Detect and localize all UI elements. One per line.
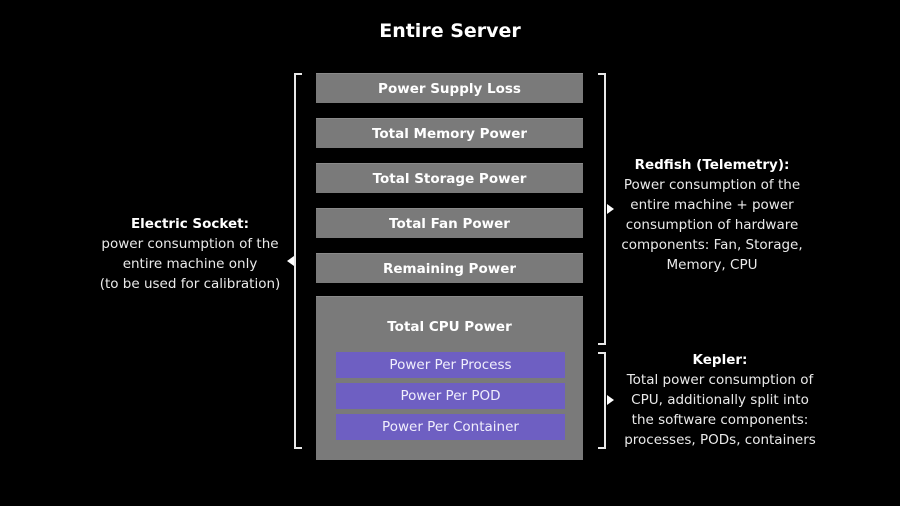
redfish-line: Memory, CPU [666, 257, 758, 273]
box-total-storage-power: Total Storage Power [316, 163, 583, 193]
kepler-arrow-icon [607, 395, 614, 405]
sub-power-per-pod: Power Per POD [336, 383, 565, 409]
box-total-cpu-power: Total CPU Power Power Per Process Power … [316, 296, 583, 460]
sub-power-per-process: Power Per Process [336, 352, 565, 378]
redfish-line: consumption of hardware [625, 217, 799, 233]
kepler-description: Kepler: Total power consumption of CPU, … [615, 350, 825, 450]
box-total-memory-power: Total Memory Power [316, 118, 583, 148]
kepler-heading: Kepler: [692, 352, 748, 368]
redfish-bracket [598, 73, 606, 345]
box-remaining-power: Remaining Power [316, 253, 583, 283]
electric-socket-line: entire machine only [122, 256, 258, 272]
kepler-line: CPU, additionally split into [631, 392, 809, 408]
redfish-arrow-icon [607, 204, 614, 214]
redfish-heading: Redfish (Telemetry): [634, 157, 790, 173]
redfish-line: components: Fan, Storage, [621, 237, 803, 253]
box-power-supply-loss: Power Supply Loss [316, 73, 583, 103]
cpu-power-label: Total CPU Power [387, 319, 512, 335]
electric-socket-description: Electric Socket: power consumption of th… [90, 214, 290, 294]
kepler-bracket [598, 352, 606, 449]
redfish-description: Redfish (Telemetry): Power consumption o… [612, 155, 812, 275]
electric-socket-line: (to be used for calibration) [99, 276, 281, 292]
redfish-line: Power consumption of the [623, 177, 801, 193]
redfish-line: entire machine + power [630, 197, 794, 213]
electric-socket-arrow-icon [287, 256, 294, 266]
kepler-line: processes, PODs, containers [624, 432, 816, 448]
electric-socket-line: power consumption of the [101, 236, 279, 252]
kepler-line: the software components: [631, 412, 809, 428]
electric-socket-bracket [294, 73, 302, 449]
kepler-line: Total power consumption of [626, 372, 814, 388]
electric-socket-heading: Electric Socket: [130, 216, 250, 232]
sub-power-per-container: Power Per Container [336, 414, 565, 440]
box-total-fan-power: Total Fan Power [316, 208, 583, 238]
diagram-title: Entire Server [379, 20, 521, 42]
